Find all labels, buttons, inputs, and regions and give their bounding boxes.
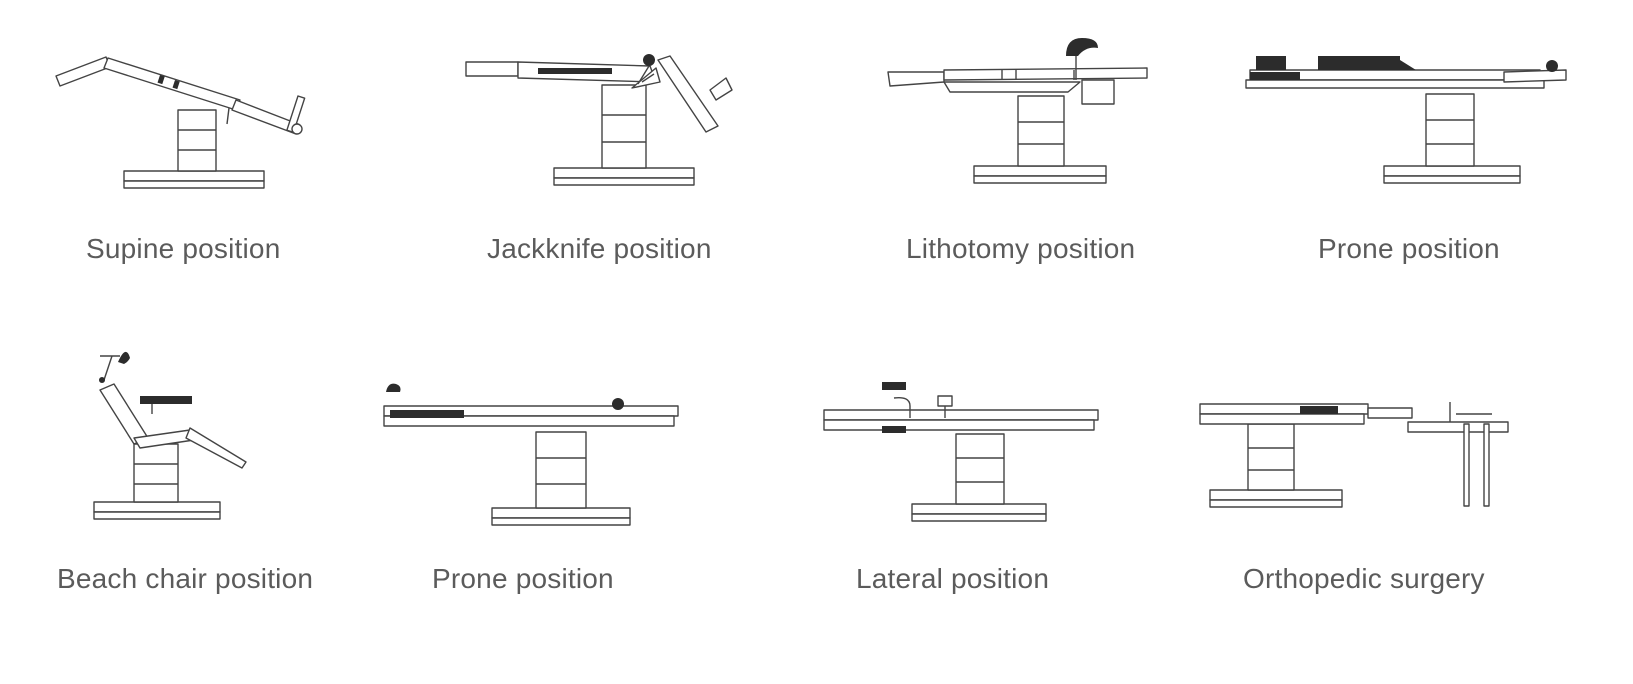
- position-label: Prone position: [432, 563, 614, 594]
- position-label: Supine position: [86, 233, 281, 264]
- jackknife-table-icon: [465, 54, 733, 186]
- prone-table-icon: [1245, 56, 1567, 184]
- orthopedic-table-icon: [1199, 402, 1509, 508]
- lithotomy-table-icon: [887, 38, 1148, 184]
- position-label: Orthopedic surgery: [1243, 563, 1485, 594]
- supine-table-icon: [55, 56, 306, 189]
- position-card-lithotomy: Lithotomy position: [820, 0, 1220, 290]
- position-card-lateral: Lateral position: [820, 340, 1220, 630]
- position-card-supine: Supine position: [0, 0, 400, 290]
- position-card-jackknife: Jackknife position: [400, 0, 820, 290]
- position-label: Lateral position: [856, 563, 1050, 594]
- position-label: Jackknife position: [487, 233, 712, 264]
- position-card-orthopedic: Orthopedic surgery: [1199, 340, 1633, 630]
- lateral-table-icon: [823, 382, 1099, 522]
- position-label: Beach chair position: [57, 563, 314, 594]
- prone-table-icon: [383, 383, 679, 526]
- beach-chair-table-icon: [93, 351, 247, 520]
- position-label: Prone position: [1318, 233, 1500, 264]
- position-card-prone-bottom: Prone position: [380, 340, 820, 630]
- position-label: Lithotomy position: [906, 233, 1136, 264]
- position-card-beach-chair: Beach chair position: [0, 340, 400, 630]
- position-card-prone-top: Prone position: [1220, 0, 1633, 290]
